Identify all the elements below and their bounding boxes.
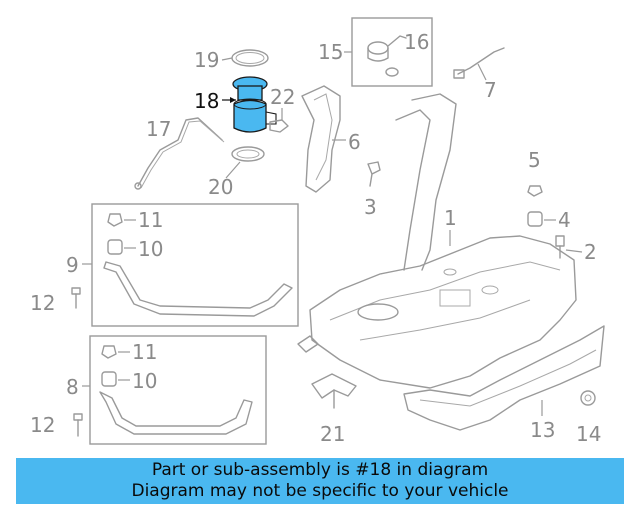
callout-11-lower: 11: [132, 340, 157, 364]
part-5-nut: [527, 185, 543, 197]
caption-line-2: Diagram may not be specific to your vehi…: [131, 481, 509, 501]
callout-12-lower: 12: [30, 413, 55, 437]
part-10-lower: [101, 371, 130, 387]
callout-11-upper: 11: [138, 208, 163, 232]
callout-22: 22: [270, 85, 295, 109]
box-8: [89, 335, 267, 445]
callout-3: 3: [364, 195, 377, 219]
part-20-lock-ring: [231, 146, 265, 162]
part-10-upper: [107, 239, 136, 255]
callout-14: 14: [576, 422, 601, 446]
callout-1: 1: [444, 206, 457, 230]
leader-7: [477, 63, 487, 81]
caption-banner: Part or sub-assembly is #18 in diagram D…: [16, 458, 624, 504]
leader-18-arrow: [230, 97, 236, 103]
part-14-grommet: [580, 390, 596, 406]
callout-17: 17: [146, 117, 171, 141]
part-9-strap: [103, 261, 293, 317]
parts-diagram: 19 18 22 17 20 15 16: [30, 17, 605, 446]
callout-15: 15: [318, 40, 343, 64]
part-8-strap: [99, 391, 253, 435]
part-11-lower: [101, 345, 130, 359]
part-17-fuel-line: [134, 117, 225, 190]
part-13-shield: [403, 325, 605, 431]
leader-20: [225, 161, 241, 179]
part-16-filler-cap: [367, 35, 407, 77]
callout-13: 13: [530, 418, 555, 442]
part-6-heat-shield: [301, 85, 341, 193]
part-21-bracket: [311, 373, 357, 409]
callout-8: 8: [66, 375, 79, 399]
callout-21: 21: [320, 422, 345, 446]
callout-7: 7: [484, 78, 497, 102]
part-11-upper: [107, 213, 136, 227]
callout-20: 20: [208, 175, 233, 199]
callout-10-upper: 10: [138, 237, 163, 261]
part-3-bolt: [367, 161, 381, 187]
part-22-connector: [269, 119, 289, 133]
callout-4: 4: [558, 208, 571, 232]
part-12-bolt-lower: [73, 413, 83, 437]
callout-5: 5: [528, 148, 541, 172]
callout-10-lower: 10: [132, 369, 157, 393]
caption-line-1: Part or sub-assembly is #18 in diagram: [151, 460, 489, 480]
callout-9: 9: [66, 253, 79, 277]
leader-2: [565, 249, 583, 253]
box-9: [91, 203, 299, 327]
part-4-bushing: [527, 211, 543, 227]
callout-12-upper: 12: [30, 291, 55, 315]
callout-6: 6: [348, 130, 361, 154]
part-1-fuel-tank: [297, 93, 577, 389]
callout-16: 16: [404, 30, 429, 54]
part-2-bolt: [555, 235, 565, 259]
leader-19: [221, 57, 233, 61]
part-18-fuel-pump[interactable]: [232, 76, 277, 133]
callout-18: 18: [194, 89, 219, 113]
part-12-bolt-upper: [71, 287, 81, 309]
part-19-ring: [231, 49, 269, 67]
part-7-sensor: [453, 47, 505, 79]
callout-19: 19: [194, 48, 219, 72]
callout-2: 2: [584, 240, 597, 264]
